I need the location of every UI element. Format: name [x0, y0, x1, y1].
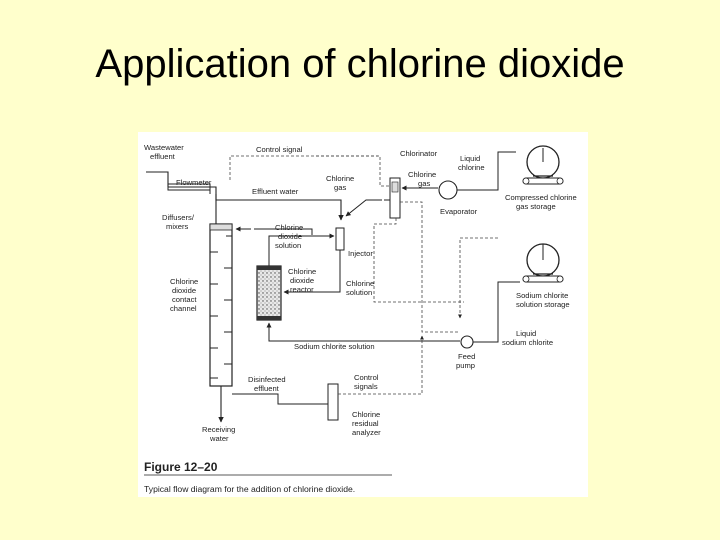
analyzer-control-dashed — [338, 335, 424, 395]
liquid-chlorine-line — [457, 151, 516, 191]
label-sodium-solution: Sodium chlorite solution — [294, 342, 375, 351]
chlorinator — [384, 177, 401, 219]
label-diffusers-1: Diffusers/ — [162, 213, 195, 222]
label-chlorine-solution-2: solution — [346, 288, 372, 297]
label-liquid-chlorine-2: chlorine — [458, 163, 485, 172]
label-contact-channel-1: Chlorine — [170, 277, 198, 286]
cd-solution-line — [254, 228, 313, 235]
figure-caption: Typical flow diagram for the addition of… — [144, 484, 355, 494]
chlorinator-control-dashed — [373, 218, 464, 303]
residual-analyzer — [327, 383, 339, 421]
label-wastewater-2: effluent — [150, 152, 176, 161]
slide-title: Application of chlorine dioxide — [95, 42, 625, 86]
label-liquid-chlorine-1: Liquid — [460, 154, 480, 163]
label-contact-channel-3: contact — [172, 295, 197, 304]
chlorine-solution-line — [283, 250, 341, 295]
label-control-signal: Control signal — [256, 145, 303, 154]
flowmeter-box — [167, 183, 211, 191]
label-cd-solution-3: solution — [275, 241, 301, 250]
disinfected-effluent-line — [232, 393, 331, 412]
label-chlorinator: Chlorinator — [400, 149, 438, 158]
injector-device — [335, 227, 345, 251]
label-control-signals-2: signals — [354, 382, 378, 391]
reactor-to-injector — [268, 233, 335, 266]
label-analyzer-2: residual — [352, 419, 379, 428]
label-cd-solution-2: dioxide — [278, 232, 302, 241]
label-cd-solution-1: Chlorine — [275, 223, 303, 232]
sodium-chlorite-storage — [522, 243, 564, 283]
chlorine-gas-storage — [522, 145, 564, 185]
label-injector: Injector — [348, 249, 373, 258]
label-analyzer-3: analyzer — [352, 428, 381, 437]
label-contact-channel-2: dioxide — [172, 286, 196, 295]
label-liquid-sodium-1: Liquid — [516, 329, 536, 338]
label-feed-pump-2: pump — [456, 361, 475, 370]
label-chlorine-gas-left-2: gas — [334, 183, 346, 192]
label-disinfected-2: effluent — [254, 384, 280, 393]
label-disinfected-1: Disinfected — [248, 375, 286, 384]
liquid-sodium-line — [473, 281, 520, 343]
chlorine-gas-to-injector — [345, 199, 382, 217]
label-cd-reactor-3: reactor — [290, 285, 314, 294]
label-control-signals-1: Control — [354, 373, 379, 382]
label-feed-pump-1: Feed — [458, 352, 475, 361]
label-flowmeter: Flowmeter — [176, 178, 212, 187]
contact-channel — [209, 223, 233, 387]
label-wastewater-1: Wastewater — [144, 143, 184, 152]
label-chlorine-solution-1: Chlorine — [346, 279, 374, 288]
label-diffusers-2: mixers — [166, 222, 189, 231]
label-evaporator: Evaporator — [440, 207, 478, 216]
flow-diagram: Wastewater effluent Control signal Chlor… — [144, 143, 577, 494]
flow-diagram-figure: Wastewater effluent Control signal Chlor… — [138, 132, 588, 497]
label-chlorine-gas-right-2: gas — [418, 179, 430, 188]
label-chlorine-gas-right-1: Chlorine — [408, 170, 436, 179]
label-receiving-2: water — [209, 434, 229, 443]
sodium-to-pump-dashed — [458, 237, 498, 319]
label-cd-reactor-2: dioxide — [290, 276, 314, 285]
effluent-water-line — [215, 194, 344, 221]
label-contact-channel-4: channel — [170, 304, 197, 313]
label-analyzer-1: Chlorine — [352, 410, 380, 419]
label-sodium-storage-2: solution storage — [516, 300, 570, 309]
label-sodium-storage-1: Sodium chlorite — [516, 291, 568, 300]
cd-reactor — [256, 265, 282, 321]
figure-number: Figure 12–20 — [144, 460, 218, 474]
label-chlorine-gas-left-1: Chlorine — [326, 174, 354, 183]
label-effluent-water: Effluent water — [252, 187, 299, 196]
label-compressed-storage-2: gas storage — [516, 202, 556, 211]
control-signal-line — [229, 155, 401, 188]
sodium-chlorite-solution-line — [266, 322, 460, 342]
label-cd-reactor-1: Chlorine — [288, 267, 316, 276]
evaporator — [438, 180, 458, 200]
label-receiving-1: Receiving — [202, 425, 235, 434]
label-liquid-sodium-2: sodium chlorite — [502, 338, 553, 347]
chlorinator-control-dashed-2 — [400, 201, 460, 333]
feed-pump — [460, 335, 474, 349]
label-compressed-storage-1: Compressed chlorine — [505, 193, 577, 202]
